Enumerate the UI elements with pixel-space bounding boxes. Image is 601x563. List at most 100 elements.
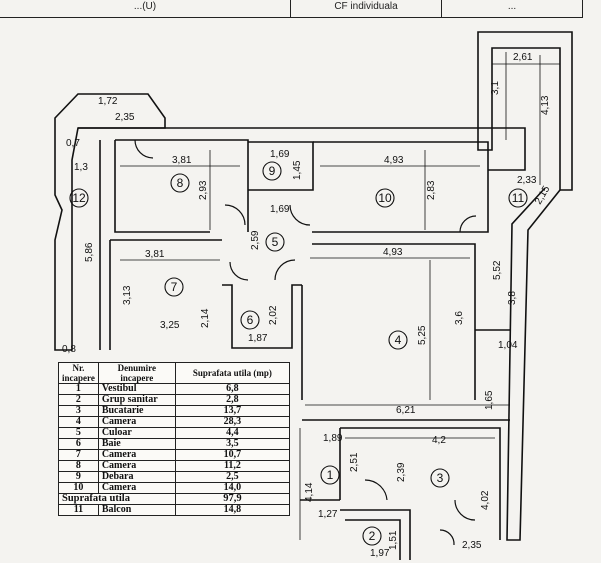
dim-label: 1,45 <box>292 160 303 180</box>
table-row: 10 Camera 14,0 <box>58 482 291 494</box>
table-row: 9 Debara 2,5 <box>58 471 291 483</box>
dim-label: 1,72 <box>98 96 118 107</box>
row-nr: 2 <box>58 394 99 406</box>
dim-label: 4,93 <box>383 247 403 258</box>
table-row: 5 Culoar 4,4 <box>58 427 291 439</box>
row-name: Camera <box>97 482 176 494</box>
room-marker-9: 9 <box>269 164 276 178</box>
row-nr: 3 <box>58 405 99 417</box>
room-marker-5: 5 <box>272 235 279 249</box>
document-header: ...(U) CF individuala ... <box>0 0 601 18</box>
dim-label: 2,83 <box>426 180 437 200</box>
dim-label: 1,87 <box>248 333 268 344</box>
dim-label: 5,52 <box>492 260 503 280</box>
table-row: 8 Camera 11,2 <box>58 460 291 472</box>
dim-label: 1,04 <box>498 340 518 351</box>
room-markers <box>69 161 528 546</box>
header-center-text: CF individuala <box>334 1 398 12</box>
dim-label: 5,25 <box>417 325 428 345</box>
row-name: Camera <box>97 460 176 472</box>
dim-label: 2,35 <box>115 112 135 123</box>
dim-label: 3,1 <box>490 81 501 95</box>
dim-label: 1,3 <box>74 162 88 173</box>
dim-label: 3,25 <box>160 320 180 331</box>
row-nr: 4 <box>58 416 99 428</box>
dim-label: 2,39 <box>396 462 407 482</box>
row-nr: 8 <box>58 460 99 472</box>
room-marker-2: 2 <box>369 529 376 543</box>
dim-label: 4,02 <box>480 490 491 510</box>
row-name: Camera <box>97 416 176 428</box>
row-area: 3,5 <box>174 438 291 450</box>
dim-label: 1,27 <box>318 509 338 520</box>
row-area: 2,8 <box>174 394 291 406</box>
dim-label: 1,89 <box>323 433 343 444</box>
room-area-table: Nr. incapere Denumire incapere Suprafata… <box>58 362 291 516</box>
room-marker-7: 7 <box>171 280 178 294</box>
row-nr: 9 <box>58 471 99 483</box>
dimension-labels: 2,61 3,1 4,13 1,72 2,35 0,7 1,3 3,81 2,9… <box>62 52 553 559</box>
room-marker-10: 10 <box>378 191 392 205</box>
header-left-text: ...(U) <box>133 1 157 12</box>
dim-label: 3,81 <box>172 155 192 166</box>
dim-label: 4,14 <box>304 482 315 502</box>
table-row: 3 Bucatarie 13,7 <box>58 405 291 417</box>
row-nr: 10 <box>58 482 99 494</box>
row-name: Bucatarie <box>97 405 176 417</box>
row-area: 4,4 <box>174 427 291 439</box>
dim-label: 4,13 <box>540 95 551 115</box>
room-marker-1: 1 <box>327 468 334 482</box>
room-marker-3: 3 <box>437 471 444 485</box>
dim-label: 2,14 <box>200 308 211 328</box>
door-swings <box>134 139 477 546</box>
balcony-name: Balcon <box>97 504 176 516</box>
dim-label: 6,21 <box>396 405 416 416</box>
table-row: 1 Vestibul 6,8 <box>58 383 291 395</box>
room-marker-8: 8 <box>177 176 184 190</box>
room-marker-12: 12 <box>72 191 86 205</box>
row-area: 6,8 <box>174 383 291 395</box>
row-name: Camera <box>97 449 176 461</box>
balcony-nr: 11 <box>58 504 99 516</box>
header-right-cell: ... <box>442 0 583 18</box>
row-name: Vestibul <box>97 383 176 395</box>
table-row: 2 Grup sanitar 2,8 <box>58 394 291 406</box>
row-nr: 1 <box>58 383 99 395</box>
dim-label: 2,51 <box>349 452 360 472</box>
table-header-row: Nr. incapere Denumire incapere Suprafata… <box>58 362 291 384</box>
row-area: 28,3 <box>174 416 291 428</box>
dim-label: 2,02 <box>268 305 279 325</box>
row-nr: 7 <box>58 449 99 461</box>
header-area: Suprafata utila (mp) <box>174 362 291 384</box>
room-marker-4: 4 <box>395 333 402 347</box>
header-left-cell: ...(U) <box>0 0 291 18</box>
dim-label: 3,81 <box>145 249 165 260</box>
balcony-area: 14,8 <box>174 504 291 516</box>
row-nr: 6 <box>58 438 99 450</box>
dim-label: 2,35 <box>462 540 482 551</box>
dim-label: 3,13 <box>122 285 133 305</box>
table-row: 6 Baie 3,5 <box>58 438 291 450</box>
room-marker-labels: 1 2 3 4 5 6 7 8 9 10 11 12 <box>72 164 524 543</box>
total-row: Suprafata utila 97,9 <box>58 493 291 505</box>
dim-label: 3,8 <box>507 291 518 305</box>
row-area: 14,0 <box>174 482 291 494</box>
dim-label: 0,7 <box>66 138 80 149</box>
total-label: Suprafata utila <box>58 493 176 505</box>
dim-label: 4,93 <box>384 155 404 166</box>
dim-label: 2,93 <box>198 180 209 200</box>
dim-label: 1,65 <box>484 390 495 410</box>
dim-label: 1,51 <box>388 530 399 550</box>
dim-label: 2,59 <box>250 230 261 250</box>
dim-label: 1,69 <box>270 149 290 160</box>
walls <box>54 31 573 560</box>
header-right-text: ... <box>507 1 517 12</box>
dim-label: 2,33 <box>517 175 537 186</box>
row-name: Baie <box>97 438 176 450</box>
row-area: 11,2 <box>174 460 291 472</box>
row-area: 2,5 <box>174 471 291 483</box>
row-area: 10,7 <box>174 449 291 461</box>
header-center-cell: CF individuala <box>291 0 442 18</box>
